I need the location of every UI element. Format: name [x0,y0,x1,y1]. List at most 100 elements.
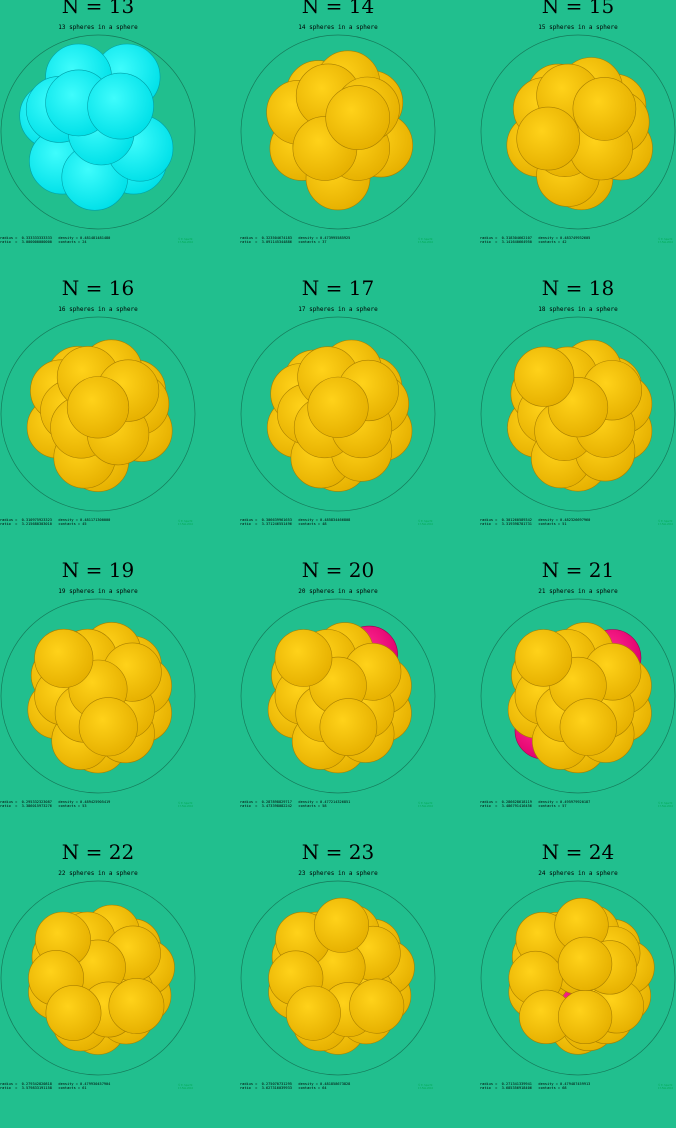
packing-stats: radius = 0.318304662107 density = 0.4837… [480,236,676,245]
panel-title: N = 18 [541,276,615,300]
container-sphere-outline [0,316,196,512]
stats-radius-density: radius = 0.287898829717 density = 0.4772… [240,800,351,804]
stats-radius-density: radius = 0.333333333333 density = 0.4814… [0,236,111,240]
outer-sphere [514,629,573,687]
stats-ratio-contacts: ratio = 3.386015973276 contacts = 53 [0,804,87,809]
container-sphere-outline [240,598,436,794]
outer-sphere [87,72,154,140]
stats-radius-density: radius = 0.306639961653 density = 0.4858… [240,518,351,522]
packing-stats: radius = 0.301260589342 density = 0.4823… [480,518,676,527]
outer-sphere [66,376,130,439]
container-sphere-outline [480,316,676,512]
packing-stats: radius = 0.271341339941 density = 0.4794… [480,1082,676,1091]
stats-radius-density: radius = 0.286628618119 density = 0.4959… [480,800,591,804]
panel-title: N = 20 [301,558,375,582]
panel-subtitle: 20 spheres in a sphere [298,588,378,595]
container-sphere-outline [0,598,196,794]
stats-ratio-contacts: ratio = 3.091145344886 contacts = 37 [240,240,327,245]
sphere-packing-figure [480,316,676,512]
packing-panel: N = 13 13 spheres in a sphere radius = 0.3… [0,0,196,282]
sphere-packing-figure [0,316,196,512]
packing-panel: N = 18 18 spheres in a sphere radius = 0.3… [480,276,676,564]
sphere-packing-figure [480,34,676,230]
stats-ratio-contacts: ratio = 3.627316039933 contacts = 64 [240,1086,327,1091]
container-sphere-outline [240,34,436,230]
stats-radius-density: radius = 0.275070731295 density = 0.4818… [240,1082,351,1086]
packing-stats: radius = 0.306639961653 density = 0.4858… [240,518,440,527]
packing-stats: radius = 0.287898829717 density = 0.4772… [240,800,440,809]
stats-ratio-contacts: ratio = 3.473398082242 contacts = 58 [240,804,327,809]
container-sphere-outline [240,880,436,1076]
stats-radius-density: radius = 0.295332323087 density = 0.4894… [0,800,111,804]
sphere-packing-figure [240,598,436,794]
sphere-packing-figure [480,880,676,1076]
packing-panel: N = 16 16 spheres in a sphere radius = 0.3… [0,276,196,564]
panel-subtitle: 18 spheres in a sphere [538,306,618,313]
outer-sphere [78,697,138,757]
outer-sphere [45,985,102,1041]
packing-panel: N = 20 20 spheres in a sphere radius = 0.2… [240,558,436,846]
panel-subtitle: 13 spheres in a sphere [58,24,138,31]
panel-title: N = 16 [61,276,135,300]
packing-stats: radius = 0.295332323087 density = 0.4894… [0,800,200,809]
stats-ratio-contacts: ratio = 3.579833191158 contacts = 61 [0,1086,87,1091]
outer-sphere [349,978,405,1034]
stats-radius-density: radius = 0.318304662107 density = 0.4837… [480,236,591,240]
panel-subtitle: 16 spheres in a sphere [58,306,138,313]
author-credit: © E. Specht 17-Feb-2016 [658,520,674,526]
container-sphere-outline [480,34,676,230]
packing-panel: N = 21 21 spheres in a sphere radius = 0.2… [480,558,676,846]
panel-subtitle: 17 spheres in a sphere [298,306,378,313]
outer-sphere [108,978,165,1034]
outer-sphere [513,346,575,407]
outer-sphere [307,376,369,438]
packing-panel: N = 17 17 spheres in a sphere radius = 0.3… [240,276,436,564]
author-credit: © E. Specht 17-Feb-2016 [178,238,194,244]
outer-sphere [274,629,333,687]
panel-title: N = 23 [301,840,375,864]
author-credit: © E. Specht 17-Feb-2016 [178,520,194,526]
author-credit: © E. Specht 17-Feb-2016 [418,1084,434,1090]
panel-subtitle: 21 spheres in a sphere [538,588,618,595]
stats-ratio-contacts: ratio = 3.000000000000 contacts = 24 [0,240,87,245]
outer-sphere [319,698,378,756]
sphere-packing-figure [0,880,196,1076]
panel-subtitle: 19 spheres in a sphere [58,588,138,595]
outer-sphere [559,698,618,756]
outer-sphere [285,985,341,1041]
packing-stats: radius = 0.323504674183 density = 0.4739… [240,236,440,245]
stats-ratio-contacts: ratio = 3.319398781731 contacts = 51 [480,522,567,527]
panel-title: N = 17 [301,276,375,300]
outer-sphere [314,897,370,953]
container-sphere-outline [480,880,676,1076]
panel-title: N = 14 [301,0,375,18]
sphere-packing-grid: N = 13 13 spheres in a sphere radius = 0.3… [0,0,676,1090]
panel-title: N = 15 [541,0,615,18]
panel-title: N = 21 [541,558,615,582]
container-sphere-outline [480,598,676,794]
panel-subtitle: 23 spheres in a sphere [298,870,378,877]
panel-subtitle: 24 spheres in a sphere [538,870,618,877]
author-credit: © E. Specht 17-Feb-2016 [418,238,434,244]
panel-subtitle: 22 spheres in a sphere [58,870,138,877]
outer-sphere [34,628,94,688]
sphere-packing-figure [240,34,436,230]
author-credit: © E. Specht 17-Feb-2016 [178,1084,194,1090]
author-credit: © E. Specht 17-Feb-2016 [418,802,434,808]
panel-title: N = 13 [61,0,135,18]
stats-radius-density: radius = 0.279342820818 density = 0.4799… [0,1082,111,1086]
stats-radius-density: radius = 0.301260589342 density = 0.4823… [480,518,591,522]
packing-stats: radius = 0.275070731295 density = 0.4818… [240,1082,440,1091]
outer-sphere [558,936,613,992]
packing-panel: N = 23 23 spheres in a sphere radius = 0.2… [240,840,436,1128]
container-sphere-outline [240,316,436,512]
outer-sphere [572,77,637,141]
stats-ratio-contacts: ratio = 3.486791416456 contacts = 57 [480,804,567,809]
outer-sphere [558,989,613,1044]
stats-radius-density: radius = 0.310975923323 density = 0.4811… [0,518,111,522]
author-credit: © E. Specht 17-Feb-2016 [658,238,674,244]
